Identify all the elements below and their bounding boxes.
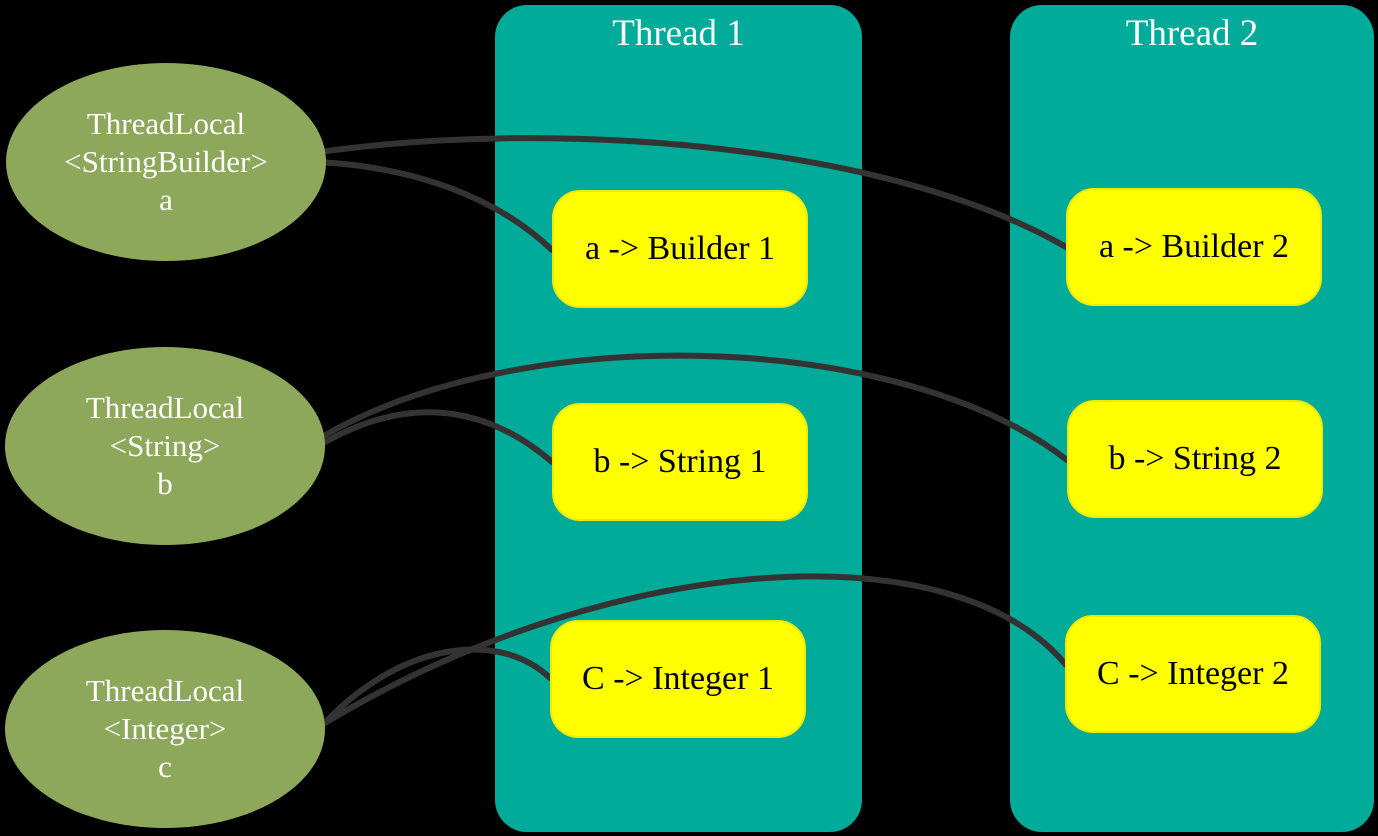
entry-a-builder1: a -> Builder 1 [552,190,808,308]
threadlocal-c-line2: <Integer> [103,710,227,746]
threadlocal-c-line1: ThreadLocal [85,672,245,708]
threadlocal-a-line2: <StringBuilder> [64,143,268,179]
entry-c-integer2: C -> Integer 2 [1065,615,1321,733]
edge-c-to-thread2-entry [317,573,1069,729]
edge-b-to-thread2-entry [317,352,1070,463]
entry-b-string1: b -> String 1 [552,403,808,521]
threadlocal-a-ellipse: ThreadLocal <StringBuilder> a [6,63,326,261]
threadlocal-b-line1: ThreadLocal [85,389,245,425]
entry-b-string2: b -> String 2 [1067,400,1323,518]
thread1-title: Thread 1 [612,13,745,54]
threadlocal-a-line1: ThreadLocal [86,105,246,141]
entry-a-builder2: a -> Builder 2 [1066,188,1322,306]
threadlocal-c-ellipse: ThreadLocal <Integer> c [5,630,325,828]
edge-a-to-thread1-entry [317,159,555,253]
threadlocal-b-line3: b [157,466,173,502]
threadlocal-c-line3: c [158,749,172,785]
threadlocal-a-line3: a [159,182,173,218]
thread2-title: Thread 2 [1125,13,1259,54]
threadlocal-b-line2: <String> [109,427,221,463]
entry-c-integer1: C -> Integer 1 [550,620,806,738]
edge-c-to-thread1-entry [317,646,553,731]
edge-a-to-thread2-entry [317,135,1069,250]
threadlocal-b-ellipse: ThreadLocal <String> b [5,347,325,545]
edge-b-to-thread1-entry [317,409,555,465]
